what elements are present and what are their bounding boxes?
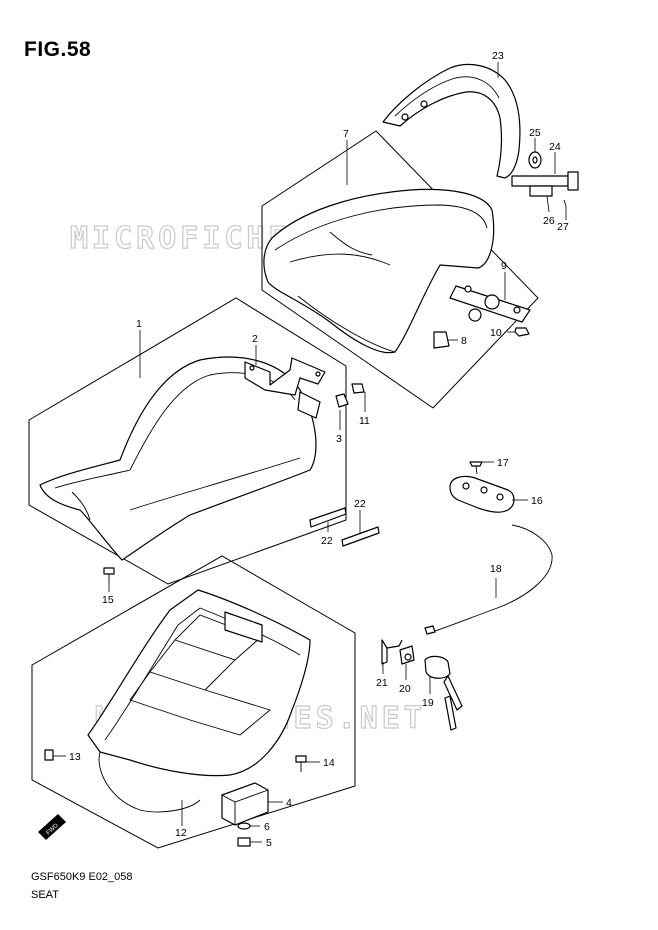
callout-27: 27 — [557, 206, 569, 233]
cable-end — [424, 625, 436, 635]
svg-text:27: 27 — [557, 221, 569, 233]
seat-bracket — [244, 357, 365, 419]
callout-13: 13 — [53, 751, 81, 763]
callout-7: 7 — [343, 128, 349, 185]
svg-text:12: 12 — [175, 827, 187, 839]
svg-text:16: 16 — [531, 495, 543, 507]
svg-text:21: 21 — [376, 677, 388, 689]
svg-text:11: 11 — [359, 415, 370, 427]
svg-text:17: 17 — [497, 457, 509, 469]
callout-10: 10 — [490, 327, 516, 339]
callout-18: 18 — [490, 563, 502, 598]
seat-tape — [309, 507, 380, 547]
figure-number: FIG.58 — [24, 38, 92, 61]
callout-20: 20 — [399, 664, 411, 695]
svg-text:3: 3 — [336, 433, 342, 445]
callout-3: 3 — [336, 410, 342, 445]
seat-lock-plate — [449, 461, 515, 513]
callout-6: 6 — [250, 821, 270, 833]
svg-text:5: 5 — [266, 837, 272, 849]
callout-21: 21 — [376, 662, 388, 689]
callout-9: 9 — [501, 260, 507, 300]
svg-text:18: 18 — [490, 563, 502, 575]
rear-seat — [263, 188, 495, 354]
svg-text:7: 7 — [343, 128, 349, 140]
callout-2: 2 — [252, 333, 258, 365]
svg-text:24: 24 — [549, 141, 561, 153]
svg-text:15: 15 — [102, 594, 114, 606]
svg-text:6: 6 — [264, 821, 270, 833]
figure-code: GSF650K9 E02_058 — [31, 871, 133, 883]
svg-text:23: 23 — [492, 50, 504, 62]
handle-bolt — [511, 151, 579, 207]
callout-22a: 22 — [321, 522, 333, 547]
svg-text:9: 9 — [501, 260, 507, 272]
svg-text:2: 2 — [252, 333, 258, 345]
callout-12: 12 — [175, 800, 187, 839]
seat-damper-box — [221, 782, 269, 847]
svg-text:8: 8 — [461, 335, 467, 347]
seat-base-frame — [31, 555, 356, 849]
callout-24: 24 — [549, 141, 561, 174]
callout-16: 16 — [512, 495, 543, 507]
lock-bracket-rear — [449, 285, 531, 337]
seat-base — [87, 589, 311, 813]
front-seat-frame — [28, 297, 347, 585]
seat-lock-cable — [431, 524, 553, 633]
grab-handle — [382, 63, 521, 179]
callout-26: 26 — [543, 195, 555, 227]
callout-17: 17 — [482, 457, 509, 469]
svg-text:25: 25 — [529, 127, 541, 139]
svg-text:22: 22 — [321, 535, 333, 547]
svg-text:22: 22 — [354, 498, 366, 510]
callout-1: 1 — [136, 318, 142, 378]
callout-4: 4 — [268, 797, 292, 809]
seat-cushion-rubber — [433, 331, 450, 349]
figure-name: SEAT — [31, 889, 59, 901]
svg-text:26: 26 — [543, 215, 555, 227]
svg-text:1: 1 — [136, 318, 142, 330]
callout-23: 23 — [492, 50, 504, 78]
callout-19: 19 — [422, 676, 434, 709]
svg-text:19: 19 — [422, 697, 434, 709]
seat-lock-assembly — [381, 639, 463, 731]
callout-15: 15 — [102, 582, 114, 606]
callout-5: 5 — [250, 837, 272, 849]
svg-text:20: 20 — [399, 683, 411, 695]
forward-direction-badge: FWD — [38, 814, 66, 840]
callout-14: 14 — [306, 757, 335, 769]
callout-8: 8 — [448, 335, 467, 347]
svg-text:4: 4 — [286, 797, 292, 809]
rear-seat-frame — [261, 130, 539, 409]
callouts: 1 2 3 4 5 6 7 8 9 10 11 12 13 14 15 16 1… — [53, 50, 569, 849]
svg-text:10: 10 — [490, 327, 502, 339]
svg-text:14: 14 — [323, 757, 335, 769]
svg-text:13: 13 — [69, 751, 81, 763]
callout-22b: 22 — [354, 498, 366, 534]
callout-11: 11 — [359, 392, 370, 427]
callout-25: 25 — [529, 127, 541, 152]
